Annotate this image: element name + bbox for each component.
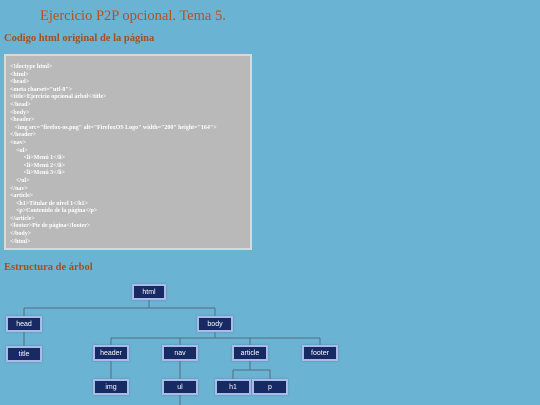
node-title: title [6,346,42,362]
code-line: <p>Contenido de la página</p> [10,208,98,215]
code-line: <!doctype html> [10,64,53,70]
node-article: article [232,345,268,361]
code-line: <img src="firefox-os.png" alt="FirefoxOS… [10,124,217,131]
code-line: <footer>Pie de página</footer> [10,223,91,230]
page-title: Ejercicio P2P opcional. Tema 5. [40,8,226,24]
code-line: <head> [10,79,30,86]
code-line: </nav> [10,185,28,192]
node-head: head [6,316,42,332]
section-title-code: Codigo html original de la página [4,33,155,44]
code-line: <nav> [10,139,27,146]
node-html: html [132,284,166,300]
node-p: p [252,379,288,395]
node-h1: h1 [215,379,251,395]
code-line: <meta charset="utf-8"> [10,86,73,93]
code-line: <header> [10,117,35,124]
code-line: </body> [10,231,32,238]
code-line: <h1>Titular de nivel 1</h1> [10,200,88,207]
code-line: <article> [10,193,34,200]
code-line: <li>Menú 2</li> [10,162,66,169]
code-line: <html> [10,71,29,78]
node-header: header [93,345,129,361]
node-footer: footer [302,345,338,361]
code-line: <ul> [10,147,28,154]
code-panel: <!doctype html> <html> <head> <meta char… [4,54,252,250]
node-ul: ul [162,379,198,395]
code-line: <li>Menú 1</li> [10,155,66,162]
code-line: <li>Menú 3</li> [10,170,66,177]
code-line: </ul> [10,177,30,184]
code-line: <title>Ejercicio opcional árbol</title> [10,94,107,101]
section-title-tree: Estructura de árbol [4,262,93,273]
node-nav: nav [162,345,198,361]
code-line: </head> [10,101,31,108]
code-line: </html> [10,238,31,245]
code-line: </article> [10,215,35,222]
code-line: </header> [10,132,37,139]
node-img: img [93,379,129,395]
code-listing: <!doctype html> <html> <head> <meta char… [10,64,217,246]
code-line: <body> [10,109,30,116]
node-body: body [197,316,233,332]
